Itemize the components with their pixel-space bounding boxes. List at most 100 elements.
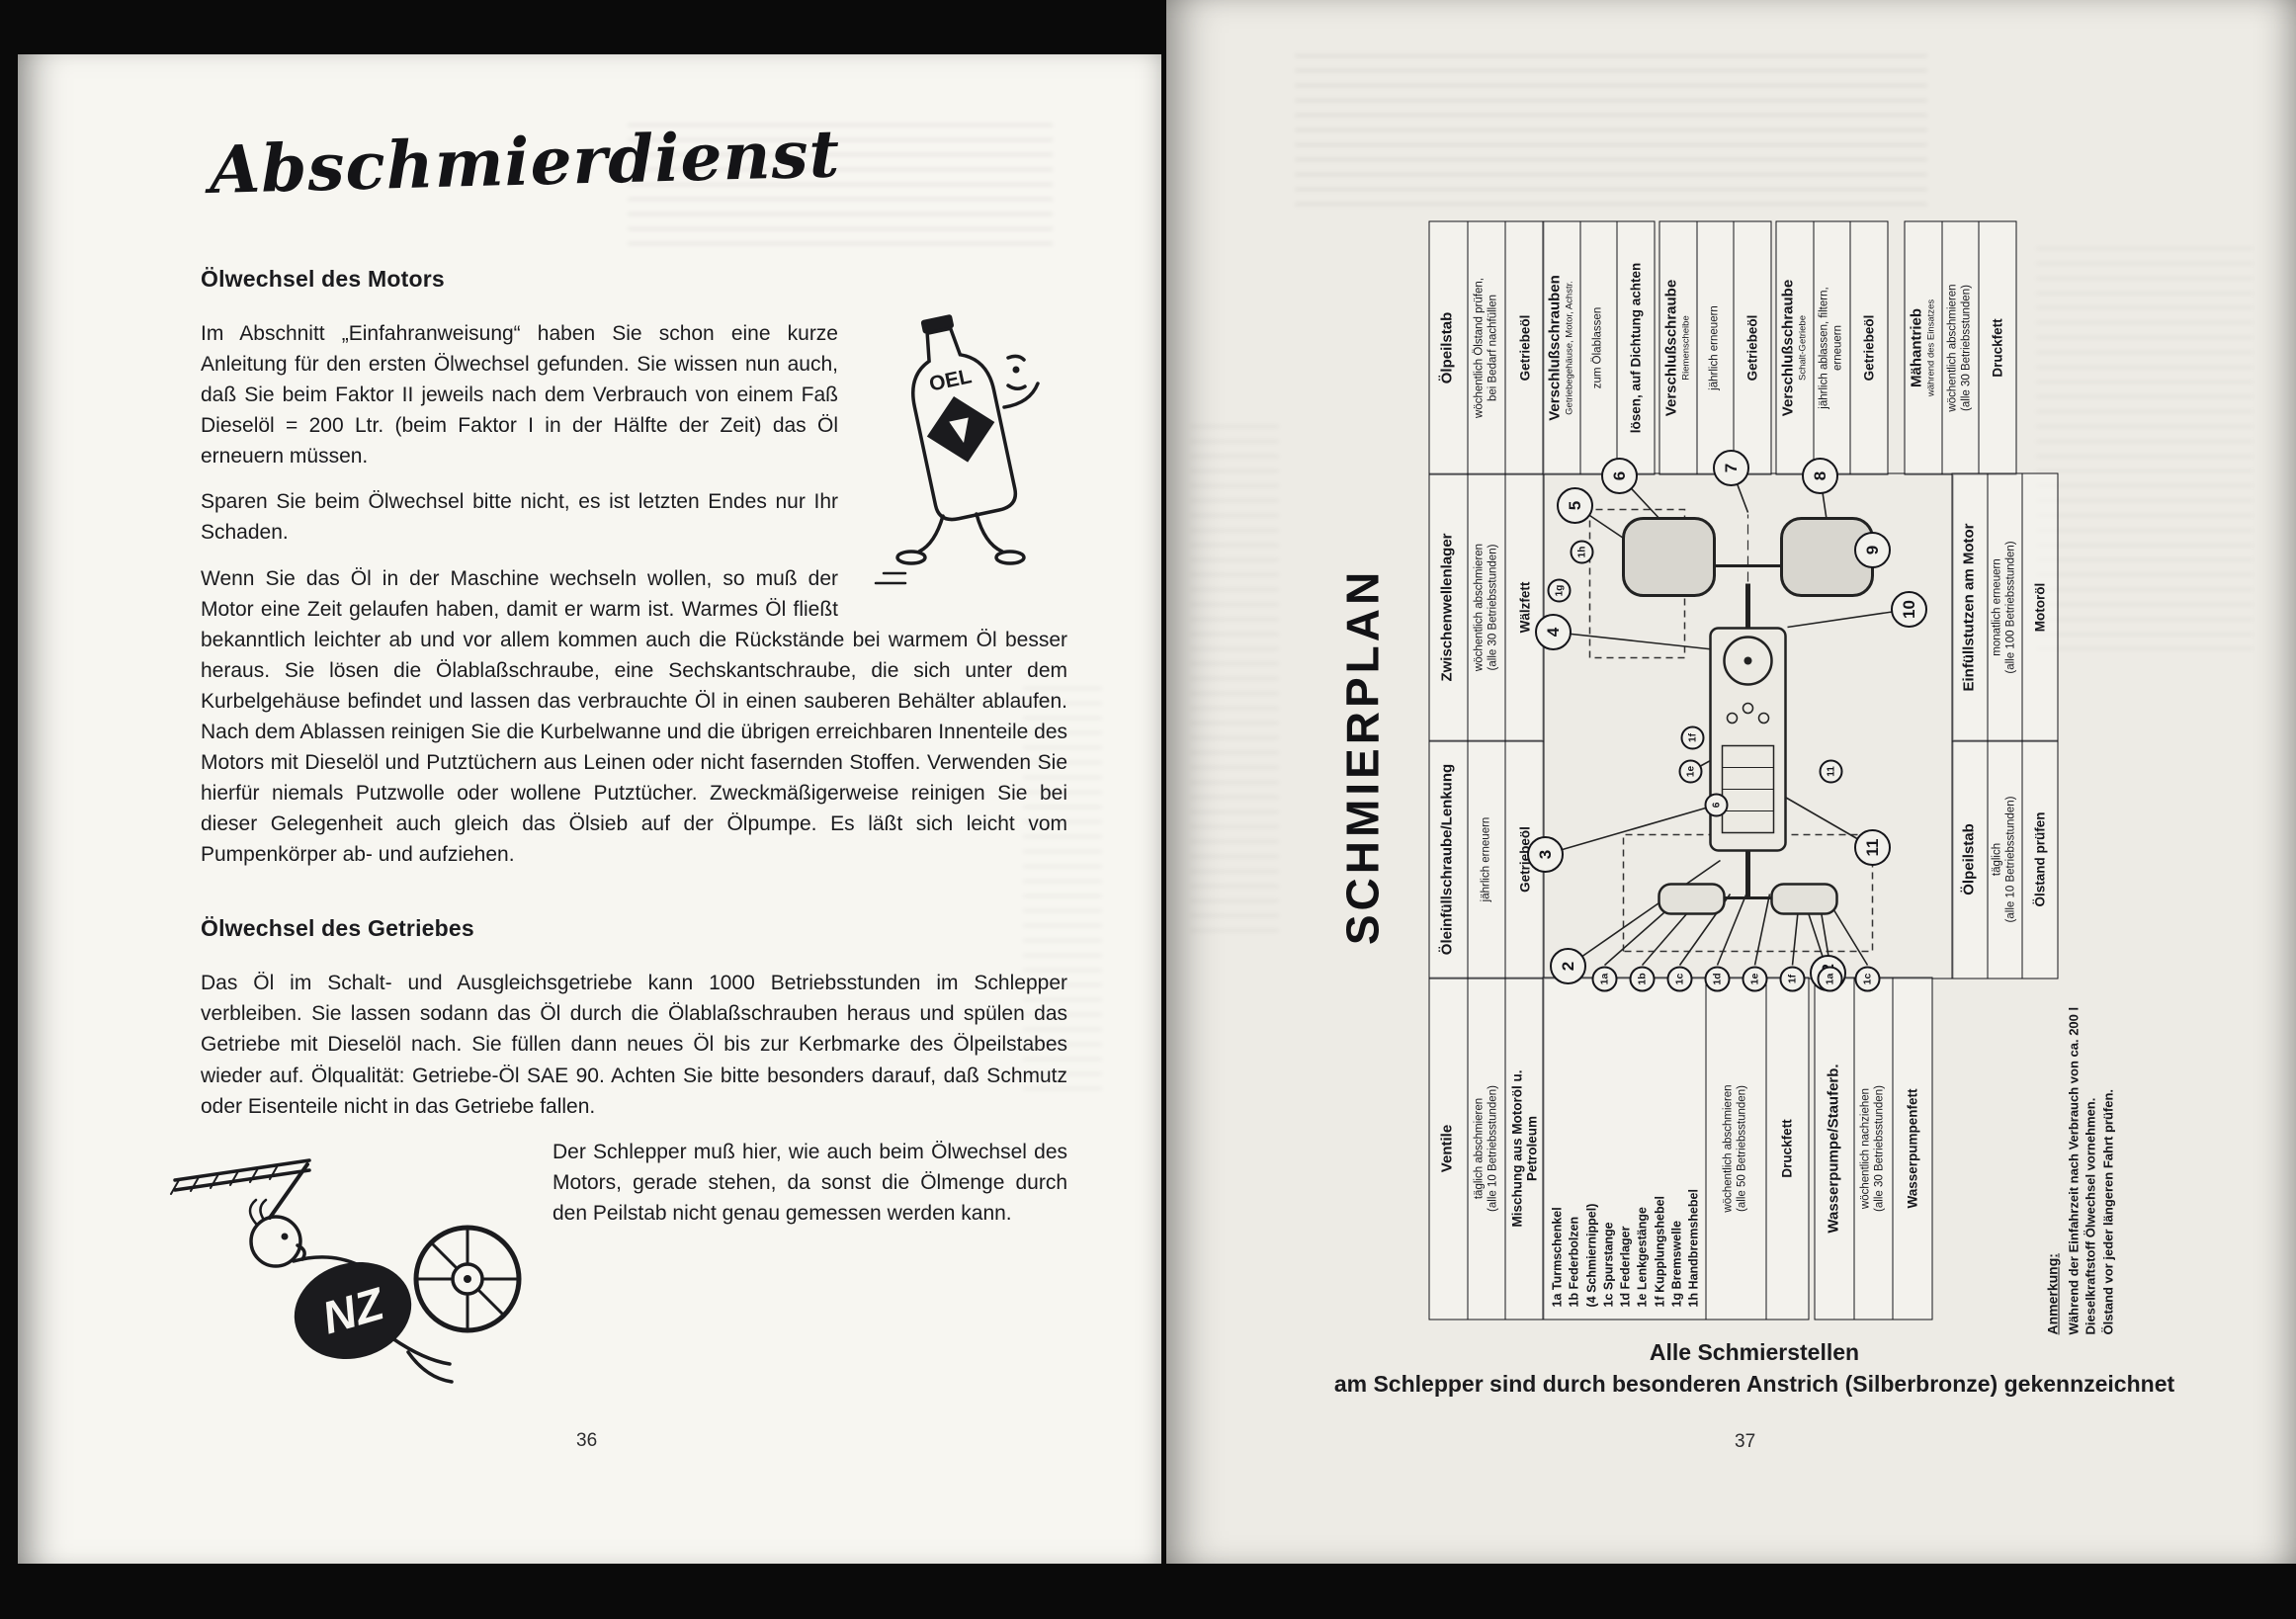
cell-name: Ölpeilstab <box>1959 822 1977 895</box>
callout-9: 9 <box>1853 531 1891 568</box>
paragraph: Das Öl im Schalt- und Ausgleichsgetriebe… <box>201 972 1067 1118</box>
cell-subtitle: Getriebegehäuse, Motor, Achstr. <box>1564 280 1575 415</box>
right-page: SCHMIERPLAN Ventile täglich abschmieren … <box>1166 0 2296 1564</box>
plan-cell-oelpeilstab-getriebe: Ölpeilstab wöchentlich Ölstand prüfen, b… <box>1428 220 1544 474</box>
callout-4: 4 <box>1534 613 1572 650</box>
plan-cell-verschlussschraube-riemenscheibe: Verschlußschraube Riemenscheibe jährlich… <box>1658 220 1771 474</box>
callout-1f: 1f <box>1779 966 1805 991</box>
cell-subtitle: Riemenscheibe <box>1680 314 1692 381</box>
plan-cell-ventile: Ventile täglich abschmieren (alle 10 Bet… <box>1428 977 1544 1320</box>
plan-cell-einfuellstutzen: Einfüllstutzen am Motor monatlich erneue… <box>1951 472 2058 741</box>
section-heading: Ölwechsel des Motors <box>201 266 445 292</box>
page-number: 36 <box>576 1430 598 1451</box>
cell-interval: jährlich ablassen, filtern, erneuern <box>1818 286 1843 409</box>
callout-1c: 1c <box>1666 966 1692 991</box>
plan-cell-verschlussschrauben: Verschlußschrauben Getriebegehäuse, Moto… <box>1542 220 1655 474</box>
plan-cell-lenkung: Öleinfüllschraube/Lenkung jährlich erneu… <box>1428 739 1544 979</box>
left-page-content: Abschmierdienst Ölwechsel des Motors OEL <box>18 54 1161 1384</box>
closing-block: NZ <box>170 1137 1067 1384</box>
note-line: Ölstand vor jeder längeren Fahrt prüfen. <box>2099 1088 2115 1335</box>
tractor-diagram: 234567891011121g1h1e1f6111a1b1c1d1e1f1a1… <box>1526 449 1957 1008</box>
section-heading: Ölwechsel des Getriebes <box>201 915 474 942</box>
cell-lubricant: lösen, auf Dichtung achten <box>1628 262 1644 433</box>
callout-1b: 1b <box>1629 966 1655 991</box>
cell-interval: zum Ölablassen <box>1591 306 1604 388</box>
callout-1c: 1c <box>1854 966 1880 991</box>
callout-8: 8 <box>1801 457 1838 494</box>
cell-interval: wöchentlich abschmieren (alle 30 Betrieb… <box>1472 543 1498 671</box>
callout-5: 5 <box>1556 486 1593 524</box>
schmierplan: SCHMIERPLAN Ventile täglich abschmieren … <box>1329 208 2155 1334</box>
cell-lubricant: Motoröl <box>2032 582 2048 632</box>
cell-subtitle: während des Einsatzes <box>1925 298 1937 396</box>
callout-1a: 1a <box>1591 966 1617 991</box>
showthrough-smudge <box>1295 54 1927 217</box>
chassis-item: 1c Spurstange <box>1600 1221 1615 1307</box>
callout-1g: 1g <box>1547 578 1571 602</box>
nz-figure-cartoon: NZ <box>159 1141 527 1393</box>
chassis-item: 1h Handbremshebel <box>1686 1188 1700 1307</box>
chassis-item: 1b Federbolzen (4 Schmiernippel) <box>1567 1203 1598 1307</box>
cell-lubricant: Druckfett <box>1779 1118 1795 1178</box>
page-number: 37 <box>1735 1431 1756 1452</box>
cell-lubricant: Wasserpumpenfett <box>1905 1087 1920 1209</box>
nz-figure-illustration: NZ <box>170 1157 522 1384</box>
callout-3: 3 <box>1526 835 1564 873</box>
cell-subtitle: Schalt-Getriebe <box>1797 314 1809 381</box>
chassis-item: 1g Bremswelle <box>1668 1220 1683 1307</box>
cell-interval: jährlich erneuern <box>1708 304 1721 390</box>
cell-interval: wöchentlich nachziehen (alle 30 Betriebs… <box>1859 1084 1885 1212</box>
note-line: Während der Einfahrzeit nach Verbrauch v… <box>2065 1006 2098 1334</box>
callout-10: 10 <box>1890 590 1927 628</box>
showthrough-smudge <box>628 124 1053 252</box>
paragraph: Wenn Sie das Öl in der Maschine wechseln… <box>201 566 1067 867</box>
showthrough-smudge <box>1190 425 1279 939</box>
caption-line: Alle Schmierstellen <box>1649 1339 1860 1365</box>
showthrough-smudge <box>2036 247 2253 662</box>
callout-1a: 1a <box>1817 966 1842 991</box>
cell-name: Verschlußschraube <box>1779 279 1797 416</box>
cell-name: Verschlußschrauben <box>1546 274 1564 421</box>
callout-1f: 1f <box>1680 725 1704 749</box>
page-title: Abschmierdienst <box>208 115 841 209</box>
chassis-item: 1d Federlager <box>1618 1226 1632 1307</box>
cell-interval: monatlich erneuern (alle 100 Betriebsstu… <box>1991 540 2016 674</box>
cell-lubricant: Wälzfett <box>1516 581 1532 633</box>
caption-line: am Schlepper sind durch besonderen Anstr… <box>1333 1371 2175 1398</box>
plan-caption: Alle Schmierstellen am Schlepper sind du… <box>1255 1336 2253 1400</box>
callout-1e: 1e <box>1678 759 1702 783</box>
oil-bottle-cartoon: OEL <box>860 304 1067 601</box>
callout-1e: 1e <box>1742 966 1767 991</box>
cell-lubricant: Druckfett <box>1990 317 2005 378</box>
cell-lubricant: Mischung aus Motoröl u. Petroleum <box>1509 1069 1540 1227</box>
callout-11: 11 <box>1819 759 1842 783</box>
paragraph: Im Abschnitt „Einfahranweisung“ haben Si… <box>201 322 838 469</box>
tractor-topview-drawing <box>1544 469 1910 974</box>
chassis-item: 1e Lenkgestänge <box>1635 1206 1650 1307</box>
plan-note: Anmerkung: Während der Einfahrzeit nach … <box>2043 988 2117 1334</box>
plan-cell-maehantrieb: Mähantrieb während des Einsatzes wöchent… <box>1904 220 2016 474</box>
callout-6: 6 <box>1600 457 1638 494</box>
cell-name: Einfüllstutzen am Motor <box>1959 523 1977 691</box>
chassis-item: 1a Turmschenkel <box>1550 1206 1564 1307</box>
cell-lubricant: Getriebeöl <box>1861 314 1877 381</box>
cell-name: Verschlußschraube <box>1662 279 1680 416</box>
callout-1h: 1h <box>1570 540 1593 563</box>
cell-name: Mähantrieb <box>1908 307 1925 387</box>
cell-name: Ventile <box>1438 1124 1456 1172</box>
cell-interval: wöchentlich Ölstand prüfen, bei Bedarf n… <box>1472 277 1498 418</box>
section-gearbox-oil-change: Ölwechsel des Getriebes Das Öl im Schalt… <box>170 915 1067 1384</box>
left-page: Abschmierdienst Ölwechsel des Motors OEL <box>18 54 1161 1564</box>
cell-interval: täglich abschmieren (alle 10 Betriebsstu… <box>1472 1084 1498 1212</box>
cell-lubricant: Getriebeöl <box>1744 314 1760 381</box>
oil-bottle-illustration: OEL <box>874 314 1040 585</box>
chassis-item: 1f Kupplungshebel <box>1652 1195 1666 1308</box>
showthrough-smudge <box>1023 687 1102 1102</box>
cell-interval: wöchentlich abschmieren (alle 50 Betrieb… <box>1722 1083 1747 1213</box>
paragraph: Sparen Sie beim Ölwechsel bitte nicht, e… <box>201 490 838 545</box>
cell-interval: jährlich erneuern <box>1479 816 1491 901</box>
cell-interval: wöchentlich abschmieren (alle 30 Betrieb… <box>1946 283 1972 412</box>
note-title: Anmerkung: <box>2044 1252 2060 1334</box>
callout-6: 6 <box>1704 793 1728 816</box>
